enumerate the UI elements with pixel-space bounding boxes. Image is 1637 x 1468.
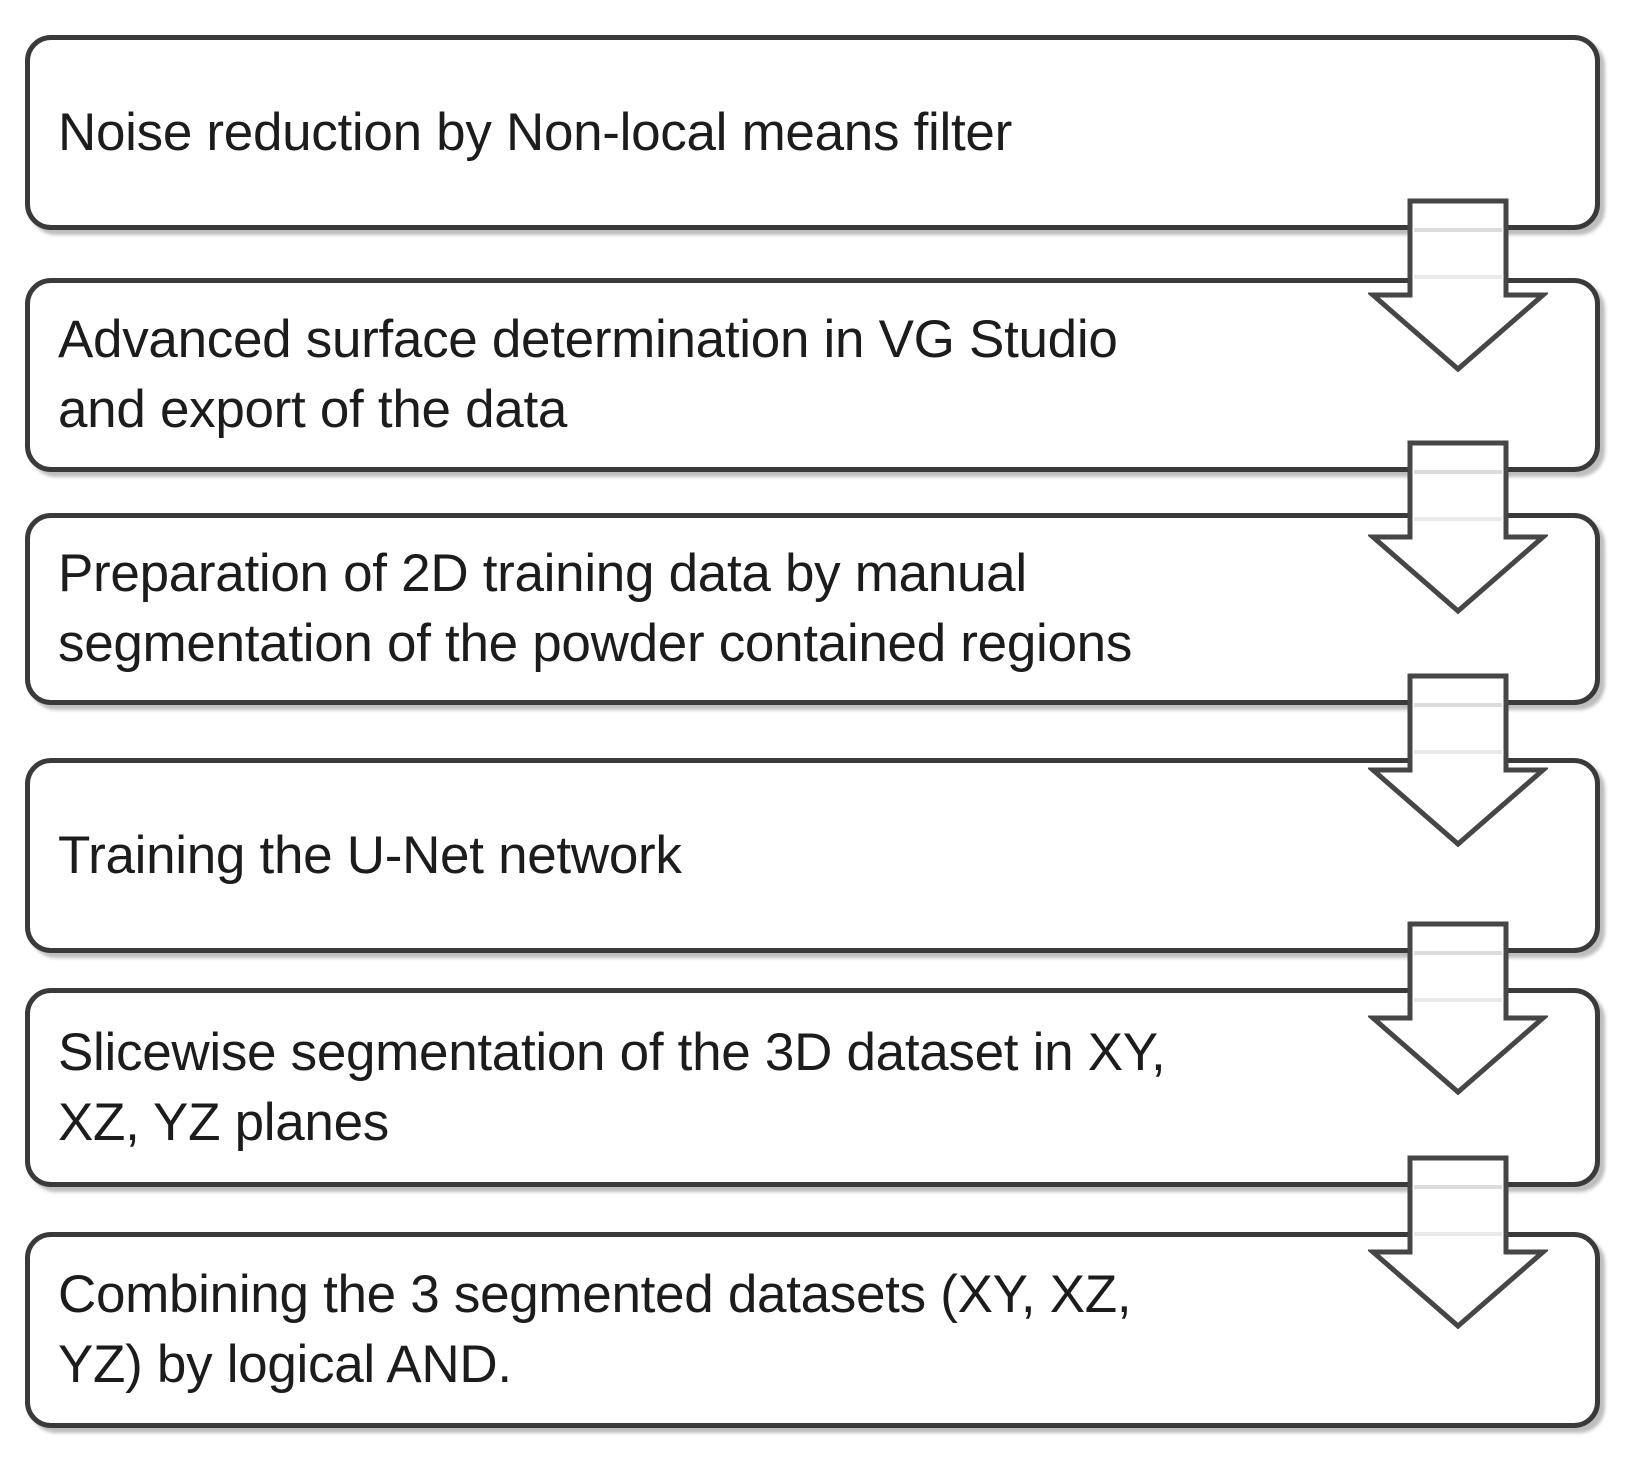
flow-step-5: Slicewise segmentation of the 3D dataset…	[25, 988, 1600, 1187]
flow-step-6: Combining the 3 segmented datasets (XY, …	[25, 1232, 1600, 1428]
block-arrow-down-shape	[1368, 198, 1548, 373]
flow-step-3-label: Preparation of 2D training data by manua…	[58, 544, 1133, 673]
flow-step-2-label: Advanced surface determination in VG Stu…	[58, 310, 1118, 439]
flow-step-4: Training the U-Net network	[25, 758, 1600, 953]
flow-step-1-label: Noise reduction by Non-local means filte…	[58, 102, 1012, 162]
flow-step-6-label: Combining the 3 segmented datasets (XY, …	[58, 1265, 1132, 1394]
block-arrow-down-icon	[1368, 440, 1548, 615]
flow-step-3: Preparation of 2D training data by manua…	[25, 513, 1600, 705]
block-arrow-down-icon	[1368, 1155, 1548, 1330]
flow-step-1: Noise reduction by Non-local means filte…	[25, 35, 1600, 230]
flow-step-4-label: Training the U-Net network	[58, 825, 682, 885]
block-arrow-down-icon	[1368, 673, 1548, 848]
flow-step-5-label: Slicewise segmentation of the 3D dataset…	[58, 1022, 1166, 1152]
block-arrow-down-shape	[1368, 440, 1548, 615]
block-arrow-down-shape	[1368, 921, 1548, 1096]
block-arrow-down-shape	[1368, 1155, 1548, 1330]
flow-step-2: Advanced surface determination in VG Stu…	[25, 278, 1600, 472]
block-arrow-down-shape	[1368, 673, 1548, 848]
block-arrow-down-icon	[1368, 198, 1548, 373]
block-arrow-down-icon	[1368, 921, 1548, 1096]
